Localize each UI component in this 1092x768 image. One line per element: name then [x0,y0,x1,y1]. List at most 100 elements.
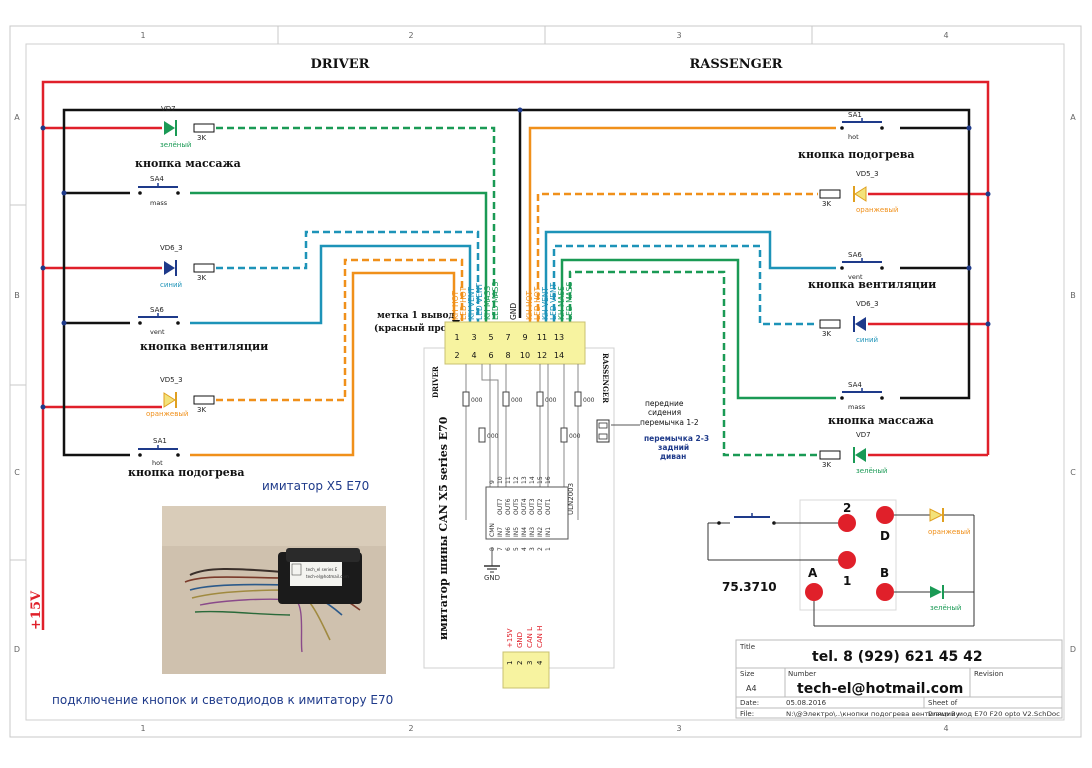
passenger-vent-caption: кнопка вентиляции [808,278,936,291]
passenger-orange-led-ref: VD5_3 [856,170,879,178]
jumper-note-12: перемычка 1-2 [640,418,699,427]
uln2003-out-pin: OUT4 [521,498,528,515]
driver-heat-sub: hot [152,459,163,467]
driver-massage-ref: SA4 [150,175,164,183]
uln2003-in-pin: IN3 [529,527,536,537]
pin1-note-line1: метка 1 вывод [377,311,455,321]
passenger-blue-led-color: синий [856,336,878,344]
row-label-d-right: D [1070,645,1076,654]
connector-pin-13: 13 [554,333,564,342]
can-pin-number: 1 [506,661,514,665]
uln2003-top-number: 11 [505,476,512,484]
module-resistor-value: 000 [569,433,581,440]
driver-massage-caption: кнопка массажа [135,157,241,170]
drawn-by-label: Drawn By: [928,710,961,718]
uln2003-top-number: 10 [497,476,504,484]
module-resistor [574,391,582,407]
connector-signal-label: KH HOT [525,291,534,320]
driver-orange-led-color: оранжевый [146,410,188,418]
uln2003-chip [485,486,569,540]
can-pin-number: 3 [526,661,534,665]
passenger-heat-sub: hot [848,133,859,141]
uln2003-bottom-number: 4 [521,547,528,551]
uln2003-bottom-number: 1 [545,547,552,551]
size-value: A4 [746,684,757,693]
passenger-orange-led: VD5_3 оранжевый 3K [819,170,898,214]
gnd-label: GND [484,574,500,582]
uln2003-bottom-number: 2 [537,547,544,551]
uln2003-top-number: 14 [529,476,536,484]
passenger-heat-button: SA1 hot [840,111,884,141]
passenger-heat-ref: SA1 [848,111,862,119]
can-signal-label: CAN H [536,626,544,648]
driver-orange-led-resistor: 3K [197,406,206,414]
col-label-1b: 1 [140,724,145,733]
supply-label: +15V [29,590,44,630]
passenger-vent-sub: vent [848,273,863,281]
relay-led-color: оранжевый [928,528,970,536]
row-label-b: B [14,291,20,300]
passenger-vent-ref: SA6 [848,251,862,259]
uln2003-bottom-number: 7 [497,547,504,551]
passenger-blue-led-ref: VD6_3 [856,300,879,308]
photo-label-line2: tech-el@hotmail.com [306,574,349,579]
connector-pin-3: 3 [471,333,476,342]
connector-pin-9: 9 [522,333,527,342]
connector-pin-2: 2 [454,351,459,360]
uln2003-bottom-number: 5 [513,547,520,551]
ground-wire [61,107,972,457]
uln2003-bottom-number: 3 [529,547,536,551]
relay-pin-label-b: B [880,566,889,580]
number-label: Number [788,670,816,678]
uln2003-in-pin: IN4 [521,527,528,537]
title-label: Title [739,643,755,651]
connector-pin-11: 11 [537,333,547,342]
driver-vent-caption: кнопка вентиляции [140,340,268,353]
module-resistor [502,391,510,407]
connector-pin-10: 10 [520,351,530,360]
relay-pin-2 [838,514,856,532]
uln2003-out-pin: OUT5 [513,498,520,515]
module-resistor-value: 000 [545,397,557,404]
passenger-green-led-color: зелёный [856,467,887,475]
module-side-right: RASSENGER [601,353,610,403]
can-pin-number: 4 [536,660,544,665]
uln2003-out-pin: OUT1 [545,498,552,515]
driver-blue-led: VD6_3 синий 3K [160,244,215,289]
connector-signal-label: LED VENT [475,282,484,320]
relay-pin-b [876,583,894,601]
relay-pin-label-1: 1 [843,574,851,588]
passenger-header: RASSENGER [690,57,783,72]
jumper-note-seats: сидения [648,408,681,417]
uln2003-in-pin: IN5 [513,527,520,537]
driver-massage-button: SA4 mass [138,175,180,207]
row-label-c: C [14,468,20,477]
passenger-massage-button: SA4 mass [840,381,884,411]
relay-pin-d [876,506,894,524]
module-resistor [536,391,544,407]
date-value: 05.08.2016 [786,699,827,707]
driver-header: DRIVER [311,57,370,72]
revision-label: Revision [974,670,1003,678]
pin1-note-line2: (красный провод) [374,323,469,334]
col-label-4b: 4 [943,724,948,733]
passenger-massage-caption: кнопка массажа [828,414,934,427]
row-label-c-right: C [1070,468,1076,477]
connector-signal-label: LED MASS [565,282,574,320]
imitator-label: имитатор X5 E70 [262,479,369,493]
col-label-1: 1 [140,31,145,40]
driver-heat-caption: кнопка подогрева [128,466,245,479]
passenger-heat-caption: кнопка подогрева [798,148,915,161]
uln2003-top-number: 12 [513,476,520,484]
relay-pin-1 [838,551,856,569]
passenger-green-led-ref: VD7 [856,431,871,439]
driver-vent-sub: vent [150,328,165,336]
col-label-3: 3 [676,31,681,40]
driver-vent-ref: SA6 [150,306,164,314]
jumper-note-sofa: диван [660,452,686,461]
uln2003-bottom-number: 6 [505,547,512,551]
uln2003-in-pin: IN2 [537,527,544,537]
